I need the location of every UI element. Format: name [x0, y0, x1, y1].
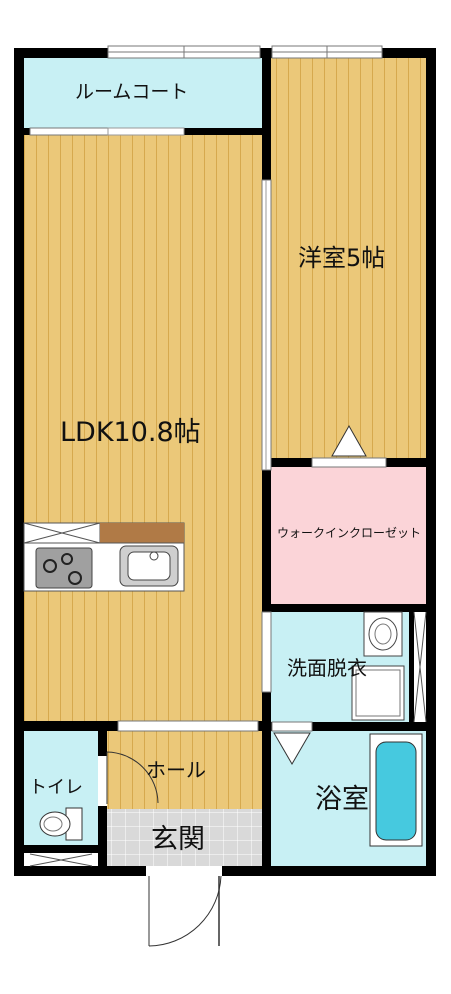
storage-hatch-icon — [413, 611, 427, 723]
room-label-walk-in-closet: ウォークインクローゼット — [277, 526, 422, 540]
toilet-storage-icon — [29, 853, 93, 867]
toilet-icon — [39, 807, 83, 841]
ldk-floor — [24, 135, 262, 721]
opening-washroom — [261, 611, 272, 693]
opening-hall — [117, 720, 259, 732]
entrance-floor — [107, 809, 262, 866]
window-room-coat — [107, 45, 261, 59]
stove-icon — [35, 547, 93, 589]
sliding-door-room-coat — [29, 127, 185, 136]
sliding-door-western-room — [261, 179, 272, 471]
bathtub-icon — [369, 733, 423, 847]
room-label-ldk: LDK10.8帖 — [60, 417, 201, 448]
hall-floor — [107, 731, 262, 809]
sink-icon — [119, 545, 179, 587]
washbasin-icon — [363, 611, 403, 657]
room-label-western-room: 洋室5帖 — [298, 244, 386, 272]
western-room-floor — [271, 58, 426, 458]
window-western-room — [271, 45, 383, 59]
room-label-toilet: トイレ — [29, 777, 83, 798]
door-walk-in-closet — [311, 424, 387, 468]
room-coat-floor — [24, 58, 262, 128]
walk-in-closet-floor — [271, 467, 426, 604]
room-label-room-coat: ルームコート — [75, 81, 189, 103]
door-bathroom — [271, 721, 313, 765]
washing-machine-icon — [351, 665, 405, 721]
room-label-bathroom: 浴室 — [315, 784, 369, 815]
room-label-washroom: 洗面脱衣 — [287, 656, 367, 680]
entrance-door — [146, 866, 222, 947]
door-toilet — [98, 751, 159, 806]
room-label-hall: ホール — [146, 758, 206, 782]
room-label-entrance: 玄関 — [151, 824, 205, 855]
